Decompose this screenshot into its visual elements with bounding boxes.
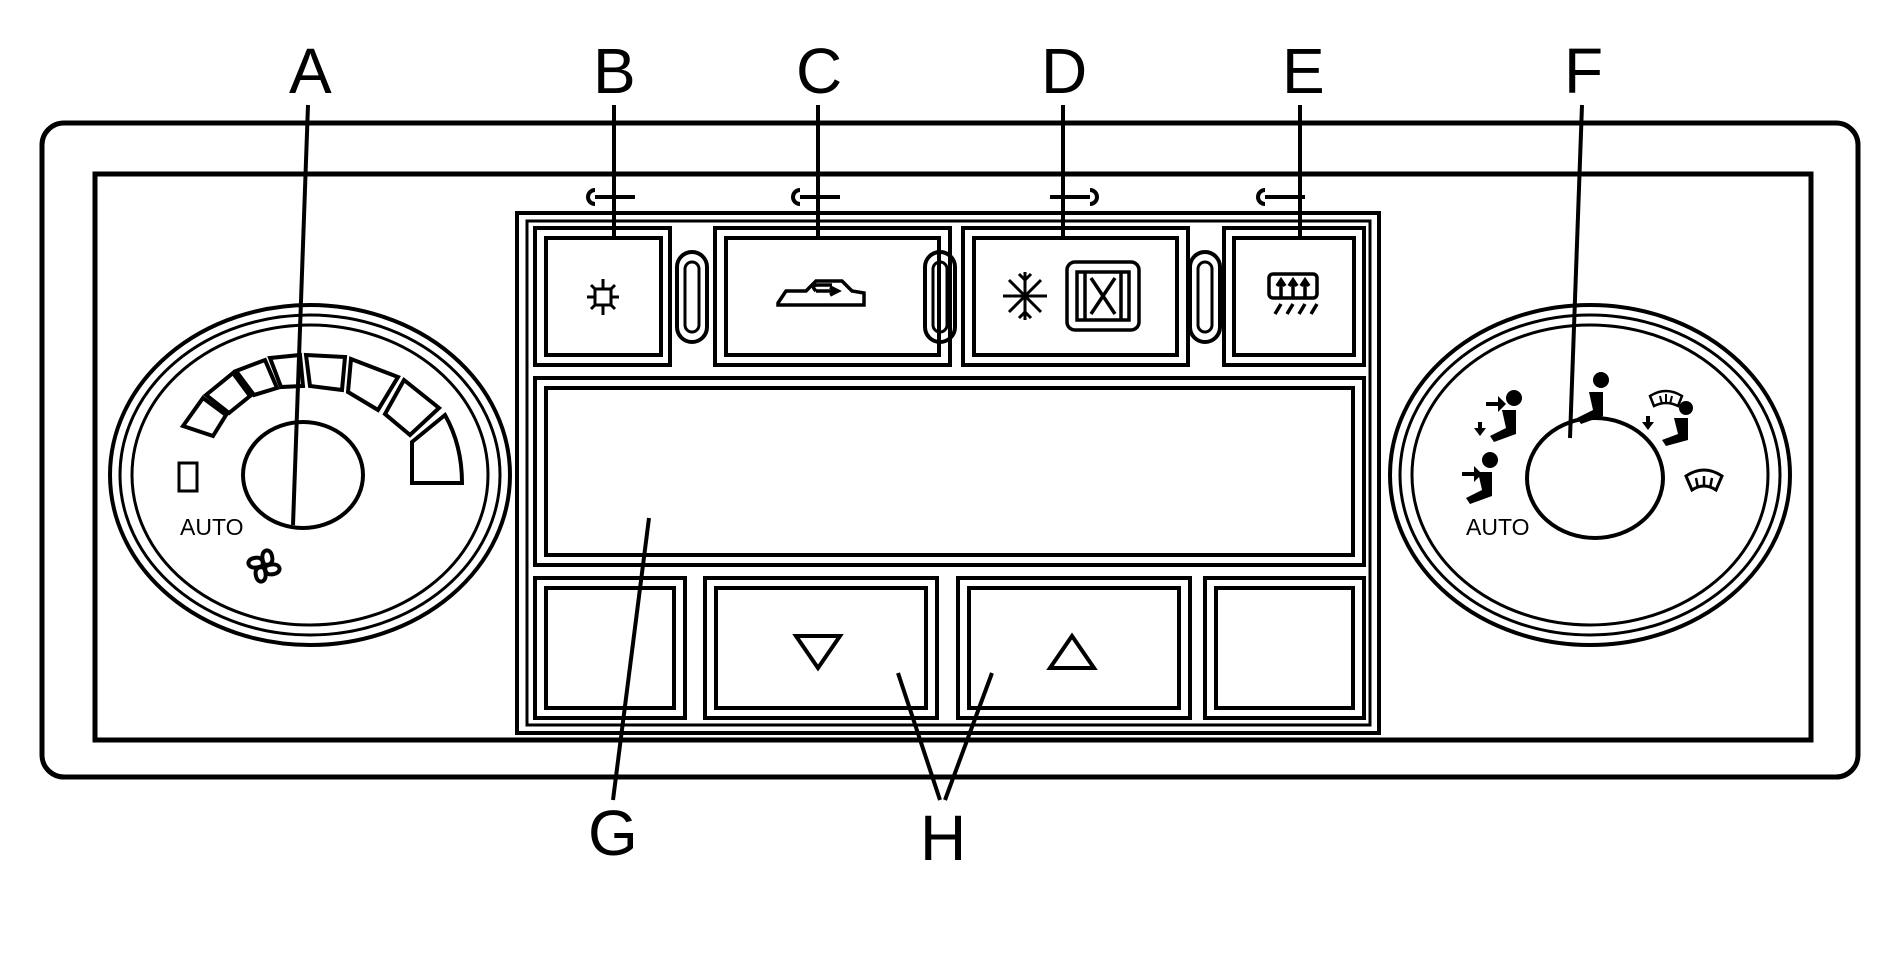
ac-button[interactable] [533,226,672,367]
callout-a: A [289,35,332,107]
temp-down-button[interactable] [703,576,939,720]
callout-d: D [1041,35,1087,107]
temp-up-button[interactable] [956,576,1192,720]
fan-knob-center[interactable] [241,420,365,530]
front-defrost-icon [1065,260,1141,332]
vent-mode-icon [1462,452,1498,504]
fan-speed-scale [179,352,465,485]
callout-h: H [920,802,966,874]
front-defrost-button[interactable] [961,226,1190,367]
up-triangle-icon [1046,632,1098,670]
mode-knob-center[interactable] [1525,416,1665,540]
rear-defrost-icon [1267,272,1319,315]
indicator-leds-top [586,188,1305,206]
callout-c: C [796,35,842,107]
defog-mode-icon [1642,389,1693,446]
snowflake-icon [587,279,619,315]
recirculation-button[interactable] [713,226,952,367]
front-defrost-snowflake-icon [1003,272,1047,320]
recirculation-icon [776,279,866,307]
mode-knob[interactable]: AUTO [1388,303,1792,647]
callout-f: F [1564,35,1603,107]
callout-g: G [588,797,638,869]
inner-panel [92,171,1814,743]
ac-indicator-led [675,250,709,344]
defrost-mode-icon [1684,468,1724,493]
bi-level-mode-icon [1474,390,1522,442]
leader-lines [291,104,1584,801]
mode-auto-label: AUTO [1466,514,1529,540]
temperature-display [533,376,1366,567]
outer-panel [39,120,1861,780]
callout-e: E [1282,35,1325,107]
center-control-stack [515,188,1381,735]
floor-mode-icon [1577,372,1609,424]
defrost-indicator-led [1188,250,1222,344]
rear-defrost-button[interactable] [1222,226,1366,367]
fan-auto-label: AUTO [180,514,243,540]
down-triangle-icon [792,634,844,672]
fan-speed-knob[interactable]: AUTO [108,303,512,647]
recirc-indicator-led [923,250,957,344]
fan-off-indicator [177,461,199,493]
blank-button-left[interactable] [533,576,687,720]
callout-b: B [593,35,636,107]
blank-button-right[interactable] [1203,576,1366,720]
fan-icon [246,548,282,584]
